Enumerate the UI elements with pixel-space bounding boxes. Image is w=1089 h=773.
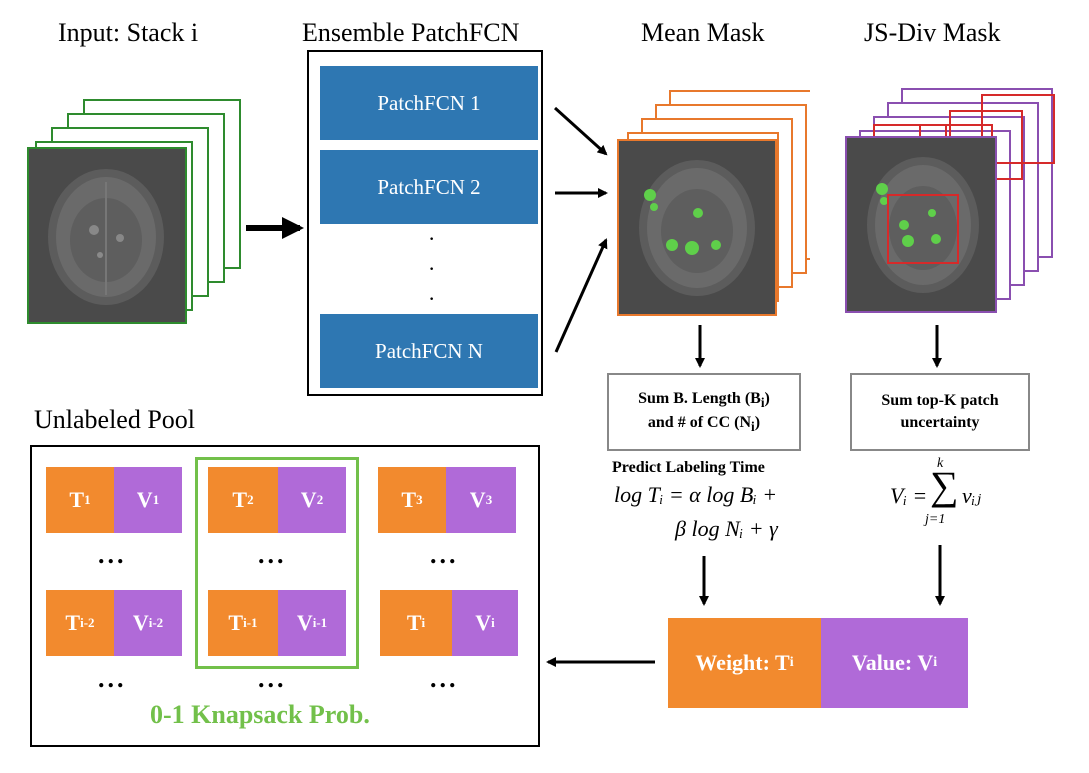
value-eq-upper: k <box>937 456 944 471</box>
sum-length-line1-end: ) <box>764 389 770 407</box>
pool-v-sub: 2 <box>316 492 324 507</box>
weight-sub: i <box>789 655 794 670</box>
value-eq-lhs: Vᵢ = <box>890 483 928 508</box>
weight-label: Weight: T <box>695 650 790 675</box>
header-mean-mask: Mean Mask <box>641 18 765 47</box>
patchfcn-2-block: PatchFCN 2 <box>320 150 538 224</box>
pool-t-letter: T <box>69 487 85 512</box>
unlabeled-pool-box <box>30 445 540 747</box>
mean-mask-stack <box>617 90 810 316</box>
input-scan-image <box>27 147 187 324</box>
pool-v-sub: 3 <box>485 492 493 507</box>
sum-length-line2: and # of CC (N <box>647 414 752 431</box>
fcn1-to-mean-arrow <box>553 106 608 156</box>
pool-v-sub: 1 <box>152 492 160 507</box>
header-jsdiv-mask: JS-Div Mask <box>864 18 1001 47</box>
knapsack-selection-box <box>195 457 359 669</box>
value-sub: i <box>933 655 938 670</box>
header-unlabeled-pool: Unlabeled Pool <box>34 405 196 434</box>
pool-v-sub: i-2 <box>148 615 164 630</box>
sum-length-sub-n: i <box>751 419 755 435</box>
pool-t-sub: 1 <box>84 492 91 507</box>
value-label: Value: V <box>851 650 934 675</box>
pool-v-sub: i-1 <box>312 615 328 630</box>
sum-length-sub-b: i <box>760 395 765 411</box>
pool-v-letter: V <box>296 610 313 635</box>
pool-t-sub: i-2 <box>80 615 95 630</box>
header-input: Input: Stack i <box>58 18 199 47</box>
jsdiv-mask-stack <box>845 88 1055 313</box>
value-eq-sum: ∑ <box>930 463 959 508</box>
pool-v-letter: V <box>136 487 153 512</box>
labeling-time-eq-line2: β log Nᵢ + γ <box>675 516 778 541</box>
sum-topk-uncertainty-box: Sum top-K patch uncertainty <box>850 373 1030 451</box>
pool-t-letter: T <box>228 610 244 635</box>
pool-dots: ... <box>258 664 287 693</box>
pool-t-sub: i <box>421 615 426 630</box>
pool-t-sub: 3 <box>416 492 423 507</box>
pool-t-letter: T <box>406 610 422 635</box>
pool-dots: ... <box>430 540 459 569</box>
pool-dots: ... <box>258 540 287 569</box>
pool-v-letter: V <box>475 610 492 635</box>
input-stack <box>27 99 241 324</box>
jsdiv-roi-box <box>887 194 959 264</box>
ensemble-dot-1: · <box>428 226 436 251</box>
knapsack-label: 0-1 Knapsack Prob. <box>150 700 370 729</box>
ensemble-dot-2: · <box>428 256 436 281</box>
pool-v-letter: V <box>300 487 317 512</box>
sum-length-line2-end: ) <box>754 414 761 431</box>
topk-line2: uncertainty <box>900 414 980 431</box>
pool-dots: ... <box>98 540 127 569</box>
jsdiv-mask-image <box>845 136 997 313</box>
labeling-time-eq-line1: log Tᵢ = α log Bᵢ + <box>614 482 778 507</box>
topk-line1: Sum top-K patch <box>881 392 999 410</box>
sum-length-cc-box: Sum B. Length (Bi) and # of CC (Ni) <box>607 373 801 451</box>
pool-t-sub: i-1 <box>243 615 258 630</box>
pool-v-letter: V <box>132 610 149 635</box>
fcnn-to-mean-arrow <box>554 238 608 353</box>
sum-length-line1: Sum B. Length (B <box>638 389 761 407</box>
pool-t-sub: 2 <box>247 492 254 507</box>
pool-t-letter: T <box>65 610 81 635</box>
patchfcn-1-block: PatchFCN 1 <box>320 66 538 140</box>
pool-dots: ... <box>98 664 127 693</box>
header-ensemble: Ensemble PatchFCN <box>302 18 520 47</box>
predict-labeling-time-title: Predict Labeling Time <box>612 459 765 476</box>
value-eq-rhs: vᵢⱼ <box>962 483 982 508</box>
patchfcn-n-block: PatchFCN N <box>320 314 538 388</box>
pool-t-letter: T <box>401 487 417 512</box>
ensemble-box <box>307 50 543 396</box>
value-eq-lower: j=1 <box>925 512 946 527</box>
pool-v-sub: i <box>491 615 495 630</box>
pool-t-letter: T <box>232 487 248 512</box>
mean-mask-image <box>617 139 777 316</box>
ensemble-dot-3: · <box>428 286 436 311</box>
pool-dots: ... <box>430 664 459 693</box>
pool-v-letter: V <box>469 487 486 512</box>
